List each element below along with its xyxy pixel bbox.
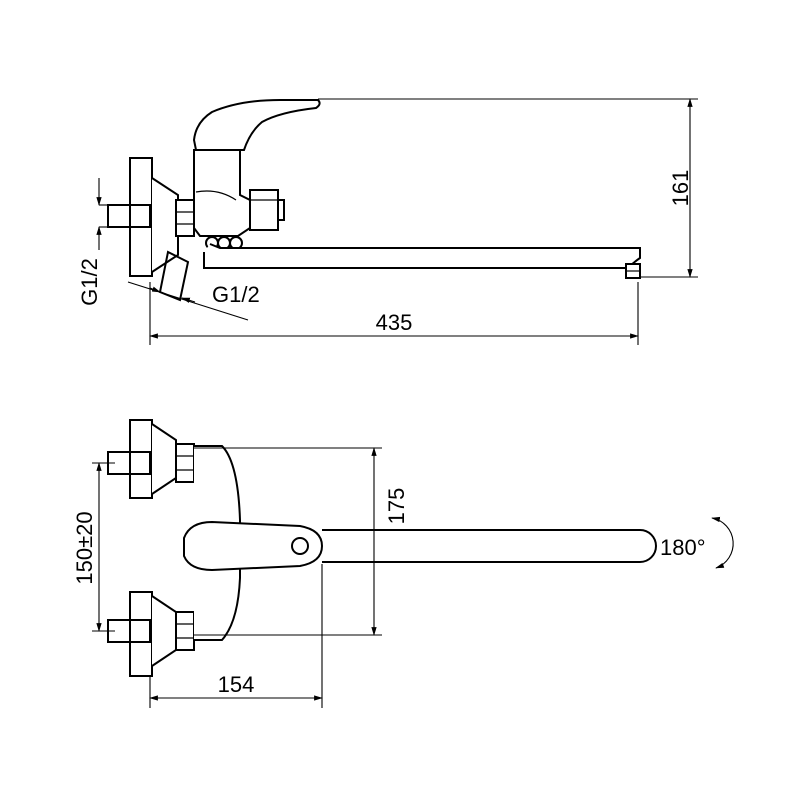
swivel-angle-label: 180°: [660, 535, 706, 560]
flange-cone-top: [151, 177, 179, 273]
outlet-thread-label: G1/2: [212, 282, 260, 307]
inlet-pipe-top: [107, 204, 151, 228]
nut-top: [175, 199, 195, 237]
nut-lower: [175, 611, 195, 651]
spout-top: [203, 243, 641, 269]
inlet-thread-label: G1/2: [77, 258, 102, 306]
lever-handle-top: [192, 99, 321, 151]
top-view: 161 435 G1/2 G1/2: [77, 98, 698, 345]
wall-flange-lower: [129, 591, 153, 677]
body-width-dimension-label: 175: [384, 488, 409, 525]
centers-dimension-label: 150±20: [72, 511, 97, 584]
wall-flange-upper: [129, 419, 153, 499]
swivel-arrow: [711, 516, 734, 569]
projection-dimension-label: 154: [218, 672, 255, 697]
handle-screw: [291, 537, 309, 555]
lever-handle-front: [183, 520, 324, 572]
length-dimension-label: 435: [376, 310, 413, 335]
wall-flange-top: [129, 157, 153, 277]
diverter-knob-top: [249, 189, 279, 231]
spout-front: [322, 529, 657, 563]
height-dimension-label: 161: [668, 170, 693, 207]
bottom-view: 175 150±20 154 180°: [72, 419, 734, 708]
nut-upper: [175, 443, 195, 483]
eccentric-outlet-top: [158, 250, 190, 302]
